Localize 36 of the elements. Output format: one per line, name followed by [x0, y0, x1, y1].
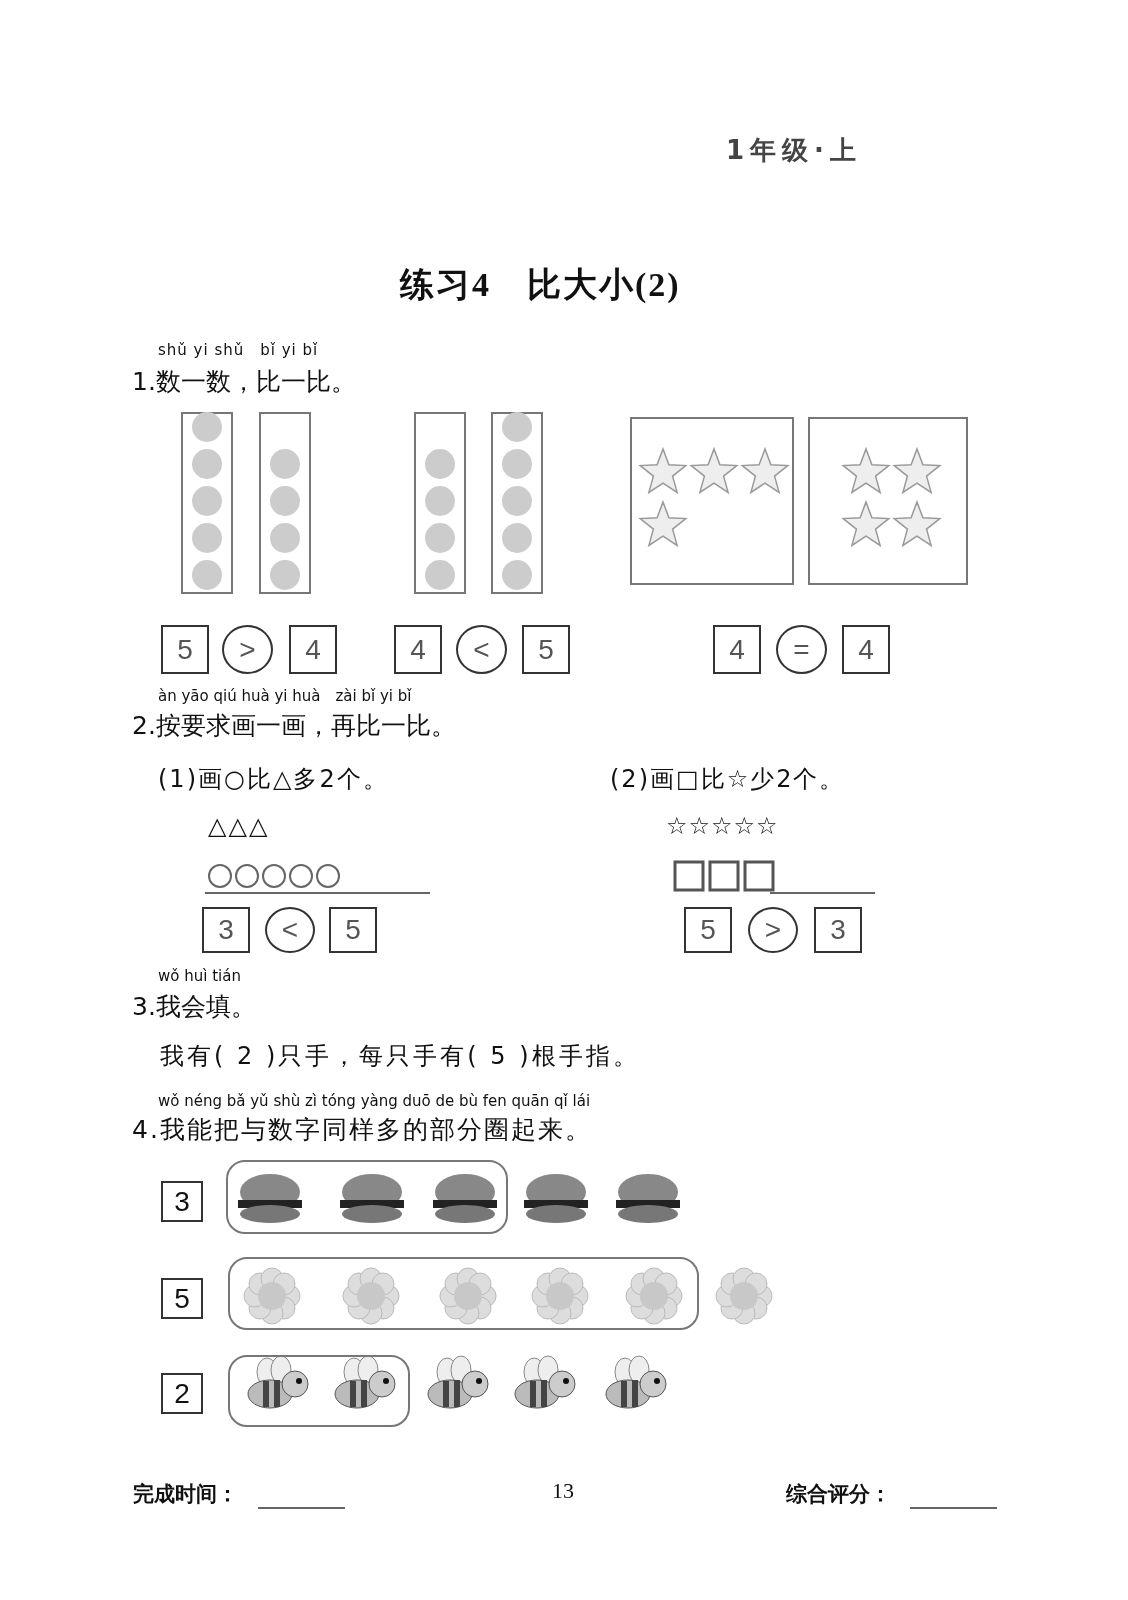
answer-box: 5 — [684, 907, 732, 953]
answer-box: 5 — [522, 625, 570, 674]
sub-question: (1)画○比△多2个。 — [158, 764, 389, 795]
question: 3.我会填。 — [132, 991, 256, 1023]
answer-box: 4 — [394, 625, 442, 674]
pinyin: shǔ yi shǔ bǐ yi bǐ — [158, 341, 319, 360]
answer-box: 4 — [713, 625, 761, 674]
symbol-circle: > — [222, 625, 273, 674]
question: 1.数一数，比一比。 — [132, 366, 356, 398]
header-label: 1年级·上 — [726, 134, 862, 167]
sub-question: (2)画□比☆少2个。 — [610, 764, 846, 795]
star-row: ☆☆☆☆☆ — [666, 812, 779, 840]
triangle-row: △△△ — [208, 812, 270, 840]
number-box: 2 — [161, 1373, 203, 1414]
title: 练习4 比大小(2) — [400, 265, 681, 305]
answer-box: 3 — [202, 907, 250, 953]
question: 4.我能把与数字同样多的部分圈起来。 — [132, 1114, 592, 1146]
answer-box: 5 — [161, 625, 209, 674]
pinyin: wǒ néng bǎ yǔ shù zì tóng yàng duō de bù fen quān qǐ lái — [158, 1092, 591, 1110]
question: 2.按要求画一画，再比一比。 — [132, 710, 456, 742]
number-box: 5 — [161, 1278, 203, 1319]
symbol-circle: < — [456, 625, 507, 674]
symbol-circle: < — [265, 907, 315, 953]
page-number: 13 — [552, 1478, 574, 1504]
answer-box: 4 — [842, 625, 890, 674]
answer-box: 3 — [814, 907, 862, 953]
symbol-circle: > — [748, 907, 798, 953]
answer-box: 4 — [289, 625, 337, 674]
sentence: 我有( 2 )只手，每只手有( 5 )根手指。 — [160, 1041, 640, 1072]
footer-label: 综合评分： — [786, 1481, 891, 1508]
pinyin: àn yāo qiú huà yi huà zài bǐ yi bǐ — [158, 687, 412, 706]
symbol-circle: = — [776, 625, 827, 674]
answer-box: 5 — [329, 907, 377, 953]
number-box: 3 — [161, 1181, 203, 1222]
pinyin: wǒ huì tián — [158, 967, 241, 985]
footer-label: 完成时间： — [133, 1481, 238, 1508]
